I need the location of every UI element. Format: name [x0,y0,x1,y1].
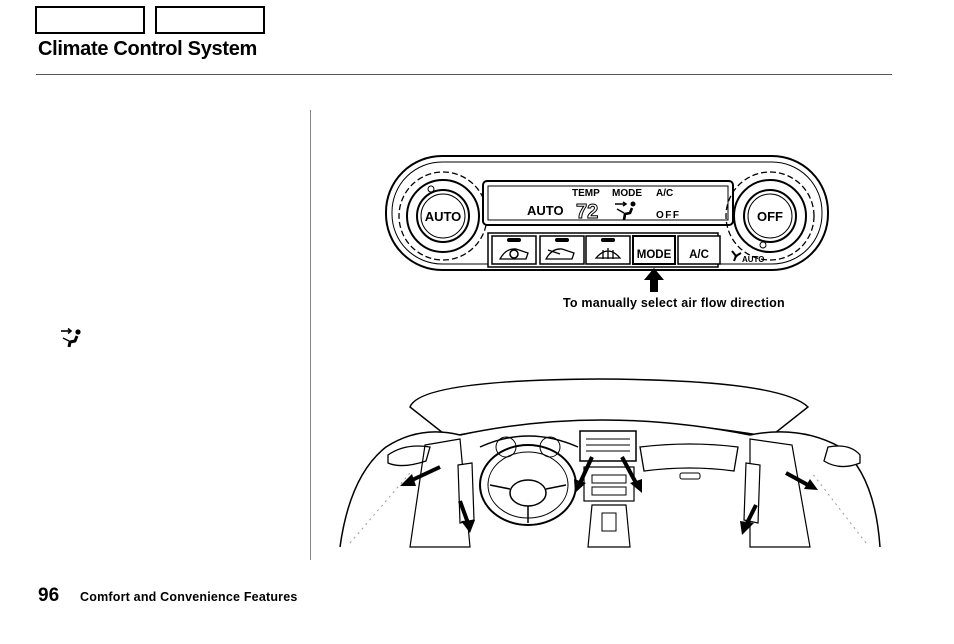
dashboard-airflow-illustration [339,378,881,548]
auto-knob-label: AUTO [425,209,462,224]
display-temp-label: TEMP [572,188,600,199]
column-divider [310,110,311,560]
section-footer: Comfort and Convenience Features [80,590,298,604]
fan-icon [731,250,742,262]
header-tab-box-1 [35,6,145,34]
fan-auto-label: AUTO [742,255,765,264]
panel-button-row: MODE A/C [487,232,721,268]
header-tab-box-2 [155,6,265,34]
display-auto-text: AUTO [527,203,564,218]
display-mode-label: MODE [612,188,642,199]
figure-caption: To manually select air flow direction [563,296,785,310]
auto-knob: AUTO [398,171,488,261]
climate-panel-illustration: AUTO AUTO TEMP MODE A/C 72 OFF [385,155,829,292]
defrost-icon [594,248,622,259]
display-mode-airflow-icon [615,201,636,221]
fresh-air-icon [544,248,575,260]
airflow-arrows [400,456,818,535]
display-temp-value: 72 [576,201,598,223]
off-knob-label: OFF [757,209,783,224]
recirculation-icon [498,248,529,260]
display-ac-label: A/C [656,188,673,199]
mode-airflow-icon [61,327,81,348]
mode-button-label: MODE [637,249,672,261]
ac-button-label: A/C [689,249,709,261]
arrow-up-icon [644,268,664,292]
display-ac-status: OFF [656,210,681,221]
page-title: Climate Control System [38,38,258,60]
page-number: 96 [38,585,60,606]
title-divider [36,74,892,75]
off-knob: OFF [725,171,815,261]
